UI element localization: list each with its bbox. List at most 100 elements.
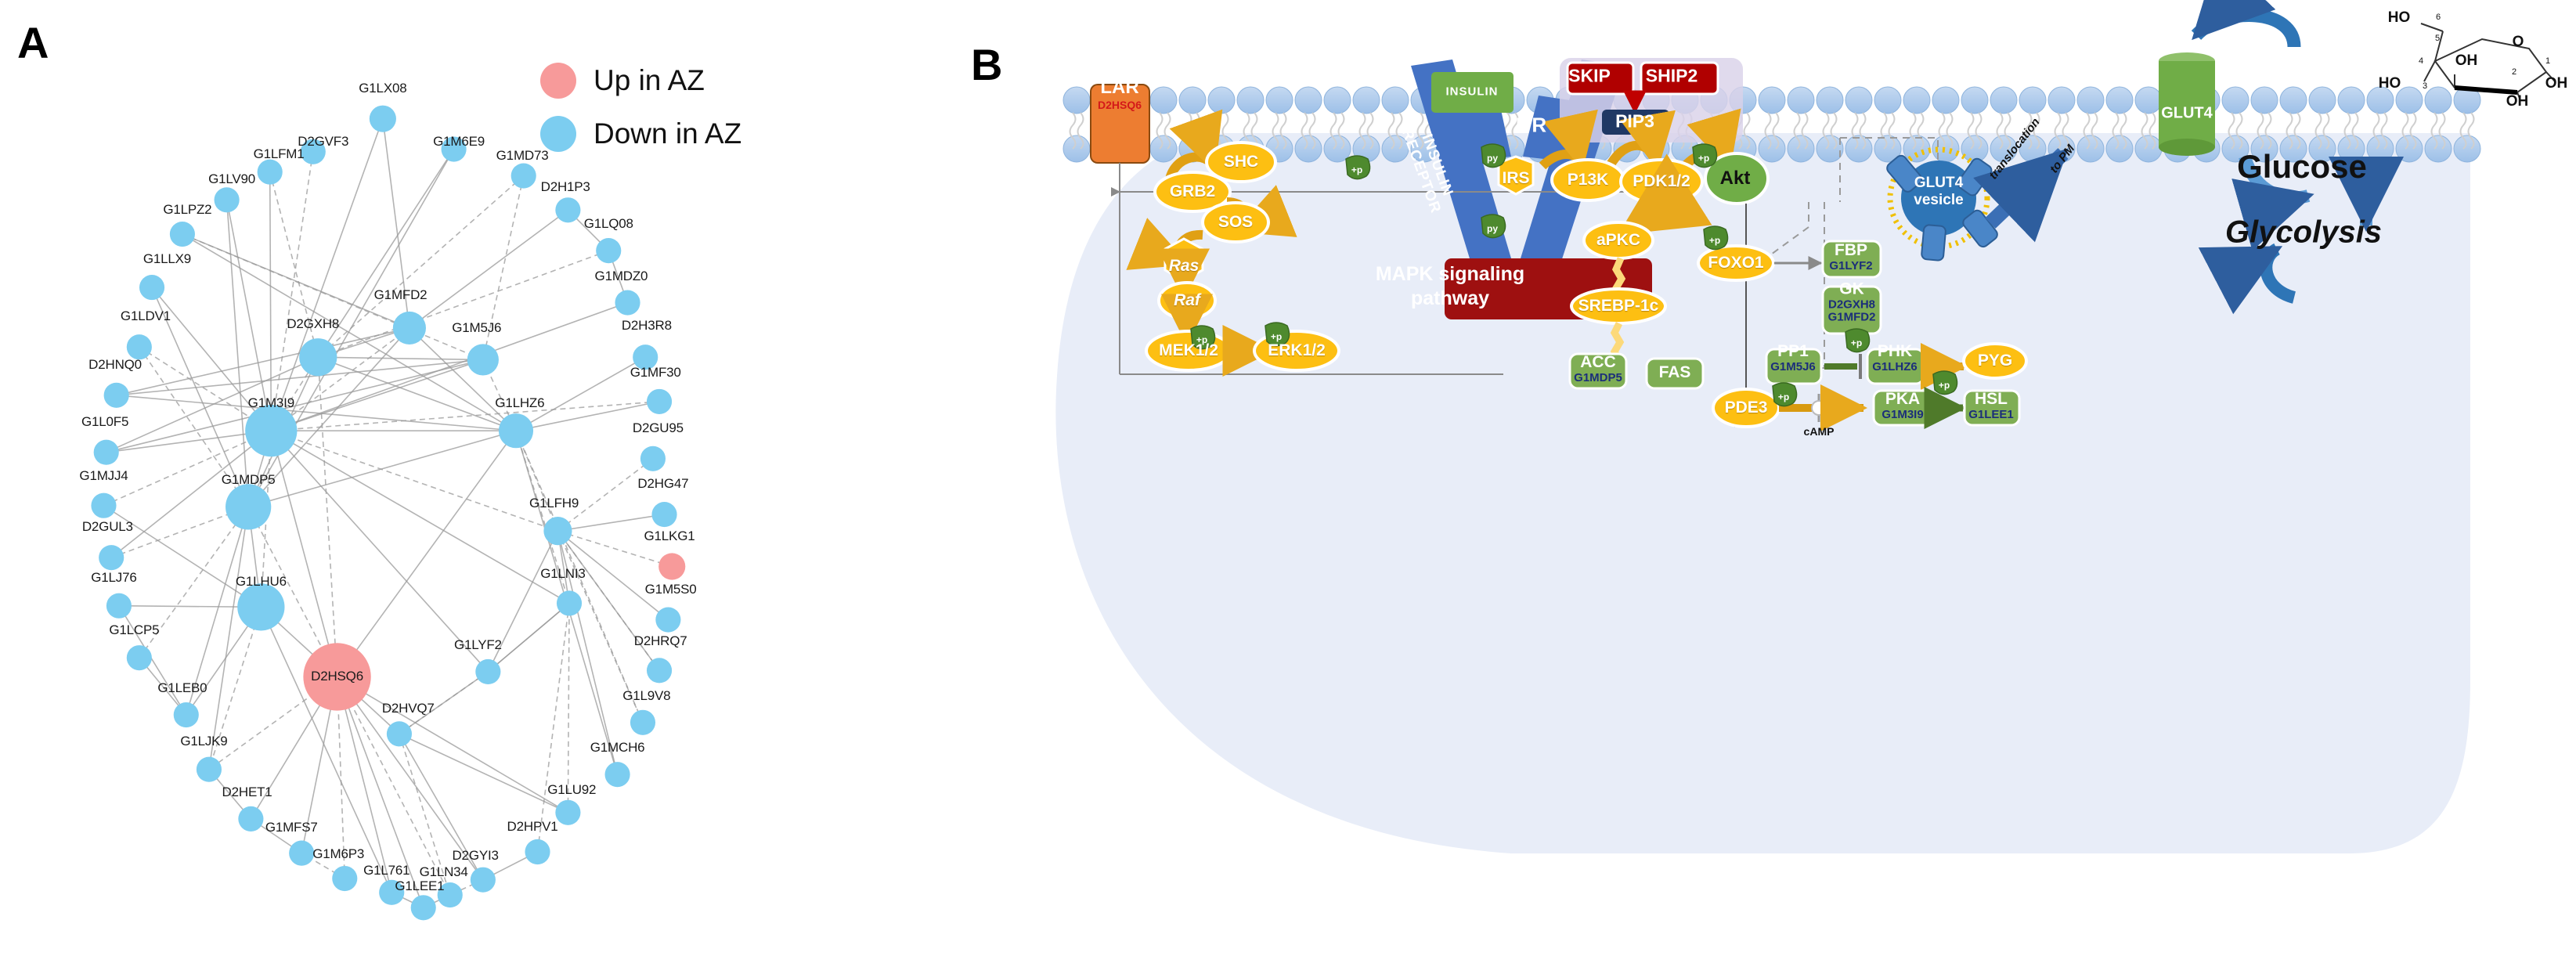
acc-node[interactable]	[1568, 352, 1628, 390]
pip3-box[interactable]	[1602, 110, 1669, 135]
fbp-node[interactable]	[1821, 240, 1882, 279]
lar-receptor[interactable]	[1090, 84, 1150, 164]
glucose-bold-bond[interactable]	[2454, 85, 2518, 95]
network-node[interactable]	[289, 840, 315, 866]
phospho-mark[interactable]	[1265, 322, 1290, 347]
ship2-box[interactable]	[1640, 61, 1719, 96]
network-node[interactable]	[511, 163, 536, 189]
raf-node[interactable]	[1157, 281, 1217, 320]
network-node[interactable]	[214, 187, 240, 213]
network-node[interactable]	[103, 382, 129, 408]
network-node[interactable]	[379, 879, 405, 905]
pi3k-node[interactable]	[1550, 158, 1625, 202]
sos-node[interactable]	[1201, 201, 1270, 243]
network-node[interactable]	[369, 105, 396, 132]
network-node[interactable]	[257, 159, 283, 185]
phospho-mark[interactable]	[1481, 143, 1506, 168]
apkc-node[interactable]	[1582, 221, 1654, 260]
network-node[interactable]	[555, 197, 581, 223]
phospho-mark[interactable]	[1345, 155, 1371, 180]
network-node[interactable]	[139, 275, 165, 301]
network-node[interactable]	[655, 607, 681, 633]
glucose-bond-c5c6[interactable]	[2434, 31, 2444, 62]
network-node[interactable]	[437, 882, 463, 908]
network-node[interactable]	[91, 492, 117, 518]
pde3-node[interactable]	[1712, 388, 1780, 428]
gk-node[interactable]	[1821, 285, 1882, 335]
network-node[interactable]	[556, 590, 583, 616]
network-node[interactable]	[392, 311, 426, 345]
network-node[interactable]	[303, 643, 371, 711]
pka-node[interactable]	[1872, 389, 1933, 427]
network-node[interactable]	[658, 553, 686, 580]
glycolysis-feedback-arrow[interactable]	[2198, 243, 2296, 315]
network-node[interactable]	[615, 290, 640, 316]
network-node[interactable]	[126, 645, 152, 671]
network-node[interactable]	[604, 762, 630, 788]
vesicle-glut4-transporter[interactable]	[1885, 153, 1924, 194]
glucose-bond-c2oh[interactable]	[2516, 92, 2521, 101]
network-node[interactable]	[633, 345, 658, 370]
network-node[interactable]	[237, 583, 285, 631]
vesicle-glut4-transporter[interactable]	[1921, 224, 1946, 262]
network-node[interactable]	[126, 334, 152, 360]
network-node[interactable]	[106, 593, 132, 619]
network-node[interactable]	[555, 799, 581, 825]
insulin-ligand[interactable]	[1431, 72, 1513, 113]
network-node[interactable]	[470, 867, 496, 893]
ras-node[interactable]	[1164, 237, 1204, 282]
phospho-mark[interactable]	[1692, 143, 1718, 168]
network-node[interactable]	[596, 238, 622, 264]
skip-box[interactable]	[1566, 61, 1635, 96]
network-node[interactable]	[646, 658, 673, 684]
network-node[interactable]	[300, 139, 326, 164]
phospho-mark[interactable]	[1845, 328, 1871, 353]
phk-node[interactable]	[1866, 348, 1925, 385]
phospho-mark[interactable]	[1481, 214, 1506, 239]
network-node[interactable]	[630, 709, 656, 735]
network-node[interactable]	[225, 484, 272, 530]
network-node[interactable]	[475, 658, 501, 685]
network-node[interactable]	[196, 756, 222, 782]
network-node[interactable]	[299, 338, 337, 377]
foxo1-node[interactable]	[1697, 244, 1775, 282]
phospho-mark[interactable]	[1772, 382, 1798, 407]
grb2-node[interactable]	[1153, 171, 1232, 213]
phospho-mark[interactable]	[1190, 325, 1216, 350]
glucose-uptake-arrow[interactable]	[2191, 0, 2301, 48]
cytoplasm[interactable]	[1055, 133, 2470, 853]
irs-node[interactable]	[1497, 155, 1535, 196]
srebp-node[interactable]	[1570, 287, 1667, 325]
glucose-bond-ho[interactable]	[2420, 23, 2444, 32]
network-node[interactable]	[245, 405, 298, 457]
fas-node[interactable]	[1645, 357, 1705, 390]
mek-node[interactable]	[1145, 330, 1232, 372]
network-node[interactable]	[332, 865, 358, 892]
network-node[interactable]	[640, 446, 666, 471]
glucose-entry-arrow[interactable]	[2231, 154, 2314, 251]
glut4-bottom-cap[interactable]	[2159, 139, 2215, 156]
network-node[interactable]	[99, 545, 124, 571]
akt-dashed-1[interactable]	[1765, 202, 1809, 259]
network-node[interactable]	[498, 413, 534, 449]
network-node[interactable]	[93, 439, 119, 465]
glucose-bond-c4oh[interactable]	[2423, 60, 2436, 82]
network-node[interactable]	[467, 344, 499, 376]
glucose-ring[interactable]	[2433, 38, 2548, 94]
glut4-transporter[interactable]	[2159, 61, 2215, 147]
network-node[interactable]	[386, 721, 413, 747]
network-node[interactable]	[525, 839, 550, 865]
phospho-mark[interactable]	[1703, 225, 1729, 251]
network-node[interactable]	[238, 806, 264, 832]
network-node[interactable]	[410, 895, 436, 921]
shc-node[interactable]	[1205, 141, 1277, 183]
pyg-node[interactable]	[1962, 342, 2028, 380]
network-node[interactable]	[169, 221, 195, 247]
phospho-mark[interactable]	[1932, 370, 1958, 395]
network-node[interactable]	[646, 388, 673, 414]
pdk-node[interactable]	[1619, 158, 1704, 205]
pp1-node[interactable]	[1765, 348, 1823, 385]
network-node[interactable]	[543, 517, 572, 546]
hsl-node[interactable]	[1963, 389, 2021, 427]
translocation-arrow[interactable]	[1973, 148, 2069, 243]
